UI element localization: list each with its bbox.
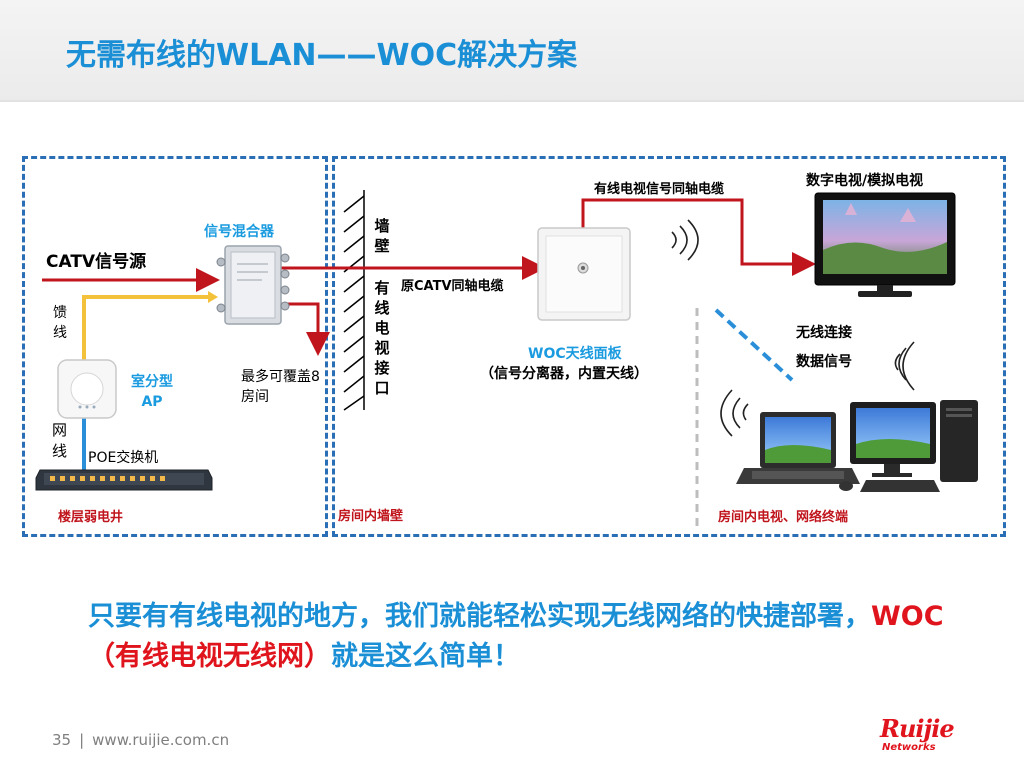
room-terminals-label: 房间内电视、网络终端 [718,510,849,525]
summary-highlight: WOC（有线电视无线网） [88,601,944,672]
orig-cable-label: 原CATV同轴电缆 [401,279,504,294]
wall-label: 墙壁 [374,217,390,255]
indoor-ap-device [57,359,117,419]
catv-interface-label: 有线电视接口 [374,279,390,397]
tv-device [814,192,956,297]
woc-panel-device [537,227,631,321]
footer: 35 | www.ruijie.com.cn [52,731,229,749]
wireless-link [714,308,794,382]
header-divider [0,100,1024,102]
catv-source-label: CATV信号源 [46,252,147,272]
logo-sub: Networks [882,742,936,753]
tv-label: 数字电视/模拟电视 [806,173,924,189]
laptop-signal-waves [720,389,749,437]
wireless-label-1: 无线连接 [796,325,852,341]
page-title: 无需布线的WLAN——WOC解决方案 [66,38,578,73]
summary-part2: 就是这么简单！ [331,641,520,672]
room-box [332,156,1006,537]
desktop-device [839,400,978,492]
room-wall-label: 房间内墙壁 [338,509,404,524]
page-number: 35 [52,731,72,749]
indoor-ap-label: 室分型AP [131,374,173,410]
signal-mixer-device [216,245,290,325]
logo-text: Ruijie [880,714,955,743]
desktop-signal-waves [894,341,915,391]
cable-to-rooms [280,302,330,356]
summary-part1: 只要有有线电视的地方，我们就能轻松实现无线网络的快捷部署， [88,601,871,632]
cable-to-tv [581,198,816,276]
woc-panel-sublabel: （信号分离器，内置天线） [480,366,648,382]
network-cable-label: 网线 [52,421,68,460]
floor-shaft-label: 楼层弱电井 [58,510,124,525]
poe-switch-device [35,469,213,491]
laptop-device [736,412,860,484]
feeder-line [82,291,218,360]
ruijie-logo: Ruijie Networks [880,716,1000,756]
coax-cable-label: 有线电视信号同轴电缆 [594,182,725,197]
panel-signal-waves [671,219,699,261]
wireless-label-2: 数据信号 [796,354,852,370]
wall-hatch [343,190,365,411]
woc-panel-label: WOC天线面板 [528,346,622,362]
mixer-label: 信号混合器 [204,224,274,240]
footer-url[interactable]: www.ruijie.com.cn [92,731,230,749]
max-rooms-label: 最多可覆盖8房间 [241,369,320,405]
feeder-label: 馈线 [53,305,67,341]
header-bar [0,0,1024,100]
summary-text: 只要有有线电视的地方，我们就能轻松实现无线网络的快捷部署，WOC（有线电视无线网… [88,597,968,677]
footer-separator: | [79,731,85,749]
poe-switch-label: POE交换机 [88,450,159,466]
